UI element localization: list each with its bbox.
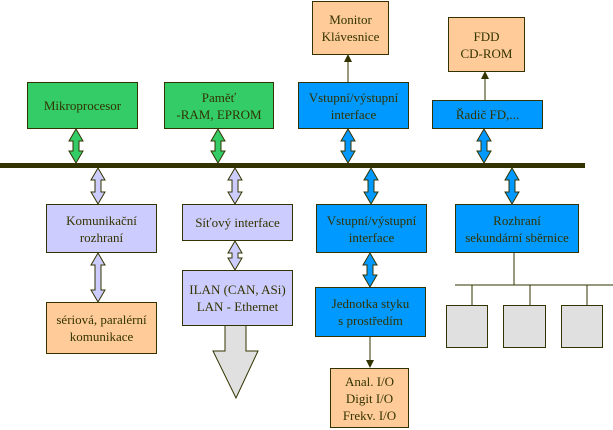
cpu-box: Mikroprocesor bbox=[27, 82, 138, 129]
label: interface bbox=[348, 229, 395, 245]
label: Anal. I/O bbox=[344, 373, 395, 389]
network-down-arrow bbox=[212, 324, 259, 400]
cpu-bus-arrow bbox=[68, 128, 84, 164]
label: -RAM, EPROM bbox=[176, 106, 262, 122]
label: sekundární sběrnice bbox=[465, 229, 569, 245]
memory-box: Paměť-RAM, EPROM bbox=[164, 82, 274, 129]
label: ILAN (CAN, ASi) bbox=[189, 282, 286, 297]
fd-controller-box: Řadič FD,... bbox=[432, 100, 543, 129]
label: Frekv. I/O bbox=[342, 407, 397, 423]
label: Klávesnice bbox=[321, 29, 380, 44]
label: s prostředím bbox=[338, 313, 403, 328]
label: Řadič FD,... bbox=[455, 107, 520, 122]
label: Síťový interface bbox=[195, 215, 280, 230]
io-bottom-bus-arrow bbox=[363, 167, 379, 205]
label: Jednotka styku bbox=[331, 296, 410, 311]
env-unit-box: Jednotka styku s prostředím bbox=[315, 287, 426, 337]
label: Mikroprocesor bbox=[43, 98, 122, 113]
lan-box: ILAN (CAN, ASi) LAN - Ethernet bbox=[182, 270, 293, 326]
label: interface bbox=[330, 106, 377, 122]
memory-bus-arrow bbox=[210, 128, 226, 164]
label: Vstupní/výstupní bbox=[326, 212, 417, 228]
device-box bbox=[446, 305, 488, 348]
system-bus bbox=[0, 163, 585, 168]
label: Monitor bbox=[329, 12, 372, 27]
label: rozhraní bbox=[79, 229, 124, 245]
label: CD-ROM bbox=[460, 45, 513, 61]
label: Digit I/O bbox=[345, 390, 394, 406]
comm-bus-arrow bbox=[90, 167, 106, 205]
label: LAN - Ethernet bbox=[196, 299, 279, 314]
device-box bbox=[503, 305, 546, 348]
io-env-arrow bbox=[362, 252, 378, 288]
label: komunikace bbox=[69, 329, 134, 344]
device-box bbox=[561, 305, 603, 348]
network-lan-arrow bbox=[227, 240, 243, 271]
label: FDD bbox=[473, 28, 500, 44]
label: Komunikační bbox=[66, 212, 137, 228]
network-box: Síťový interface bbox=[182, 204, 293, 241]
io-top-bus-arrow bbox=[340, 128, 356, 164]
label: Rozhraní bbox=[493, 212, 541, 228]
fd-bus-arrow bbox=[476, 128, 492, 164]
secondary-bus-arrow bbox=[504, 167, 520, 205]
network-bus-arrow bbox=[227, 167, 243, 205]
label: sériová, paralérní bbox=[56, 312, 147, 327]
label: Paměť bbox=[201, 89, 237, 105]
label: Vstupní/výstupní bbox=[308, 89, 399, 105]
comm-serial-arrow bbox=[90, 252, 106, 303]
serial-box: sériová, paralérní komunikace bbox=[46, 302, 157, 354]
